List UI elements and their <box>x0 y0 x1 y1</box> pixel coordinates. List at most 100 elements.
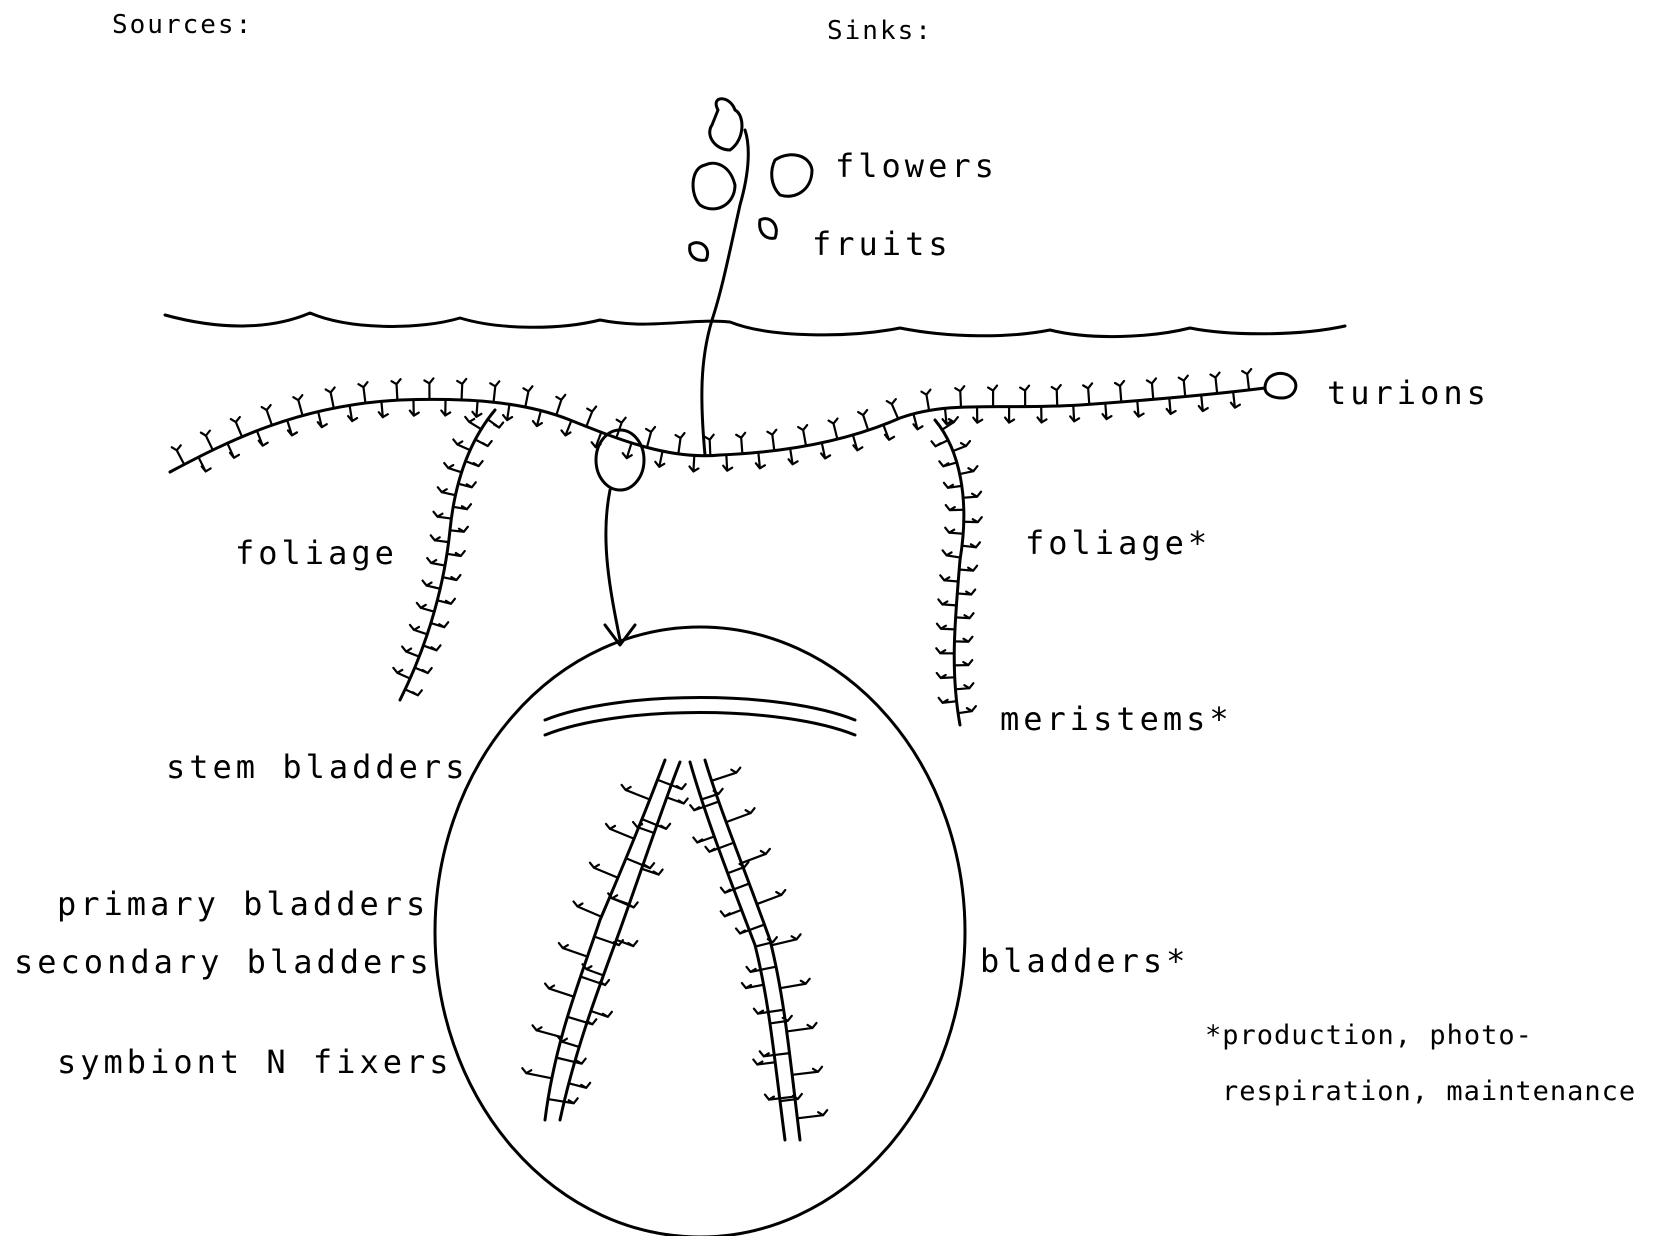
leaf-segment <box>405 689 422 695</box>
leaf-segment <box>1070 405 1079 421</box>
leaf-segment <box>642 869 663 875</box>
foliage-shoot-right <box>935 420 964 725</box>
leaf-segment <box>488 419 503 427</box>
inset-circle <box>435 627 965 1236</box>
leaf-segment <box>172 445 184 464</box>
leaf-segment <box>1199 395 1208 411</box>
label-foliage-source: foliage <box>235 537 398 569</box>
leaf-segment <box>964 517 982 522</box>
leaf-segment <box>522 1068 551 1078</box>
leaf-segment <box>953 441 970 451</box>
water-surface-line <box>165 313 1345 337</box>
label-symbiont-n-fixers: symbiont N fixers <box>57 1046 453 1078</box>
leaf-segment <box>423 645 440 650</box>
leaf-segment <box>392 379 401 400</box>
leaf-segment <box>798 425 807 446</box>
leaf-segment <box>626 858 654 868</box>
leaf-segment <box>503 404 512 420</box>
leaf-segment <box>693 836 714 842</box>
leaf-segment <box>943 550 961 557</box>
leaf-segment <box>533 411 542 426</box>
leaf-segment <box>723 455 732 471</box>
leaf-segment <box>415 668 432 673</box>
leaf-segment <box>742 983 764 988</box>
leaf-segment <box>887 399 898 419</box>
leaf-segment <box>1005 407 1014 423</box>
leaf-segment <box>348 405 357 421</box>
leaf-segment <box>293 395 302 415</box>
leaf-segment <box>556 395 565 415</box>
leaf-segment <box>569 1083 590 1088</box>
leaf-segment <box>792 1067 822 1075</box>
leaf-segment <box>561 421 571 436</box>
leaf-segment <box>431 535 449 542</box>
leaf-segment <box>444 463 461 472</box>
leaf-segment <box>402 647 419 657</box>
leaf-segment <box>227 443 239 458</box>
leaf-segment <box>201 431 213 450</box>
leaf-segment <box>466 461 483 466</box>
leaf-segment <box>780 979 810 988</box>
leaf-segment <box>770 1016 792 1024</box>
leaf-segment <box>447 551 465 556</box>
inset-stem-inner <box>545 713 855 736</box>
leaf-segment <box>586 407 596 427</box>
leaf-segment <box>1052 385 1061 406</box>
label-stem-bladders: stem bladders <box>166 751 468 783</box>
leaf-segment <box>742 849 770 863</box>
leaf-segment <box>567 1017 596 1025</box>
leaf-segment <box>545 984 574 997</box>
flower-left <box>693 163 735 209</box>
leaf-segment <box>556 1058 585 1064</box>
leaf-segment <box>757 890 785 904</box>
leaf-segment <box>1211 373 1220 394</box>
leaf-segment <box>450 527 468 532</box>
leaf-segment <box>458 482 476 487</box>
leaf-segment <box>443 575 461 580</box>
leaf-segment <box>457 379 466 400</box>
label-turions: turions <box>1327 377 1490 409</box>
leaf-segment <box>424 378 433 399</box>
leaf-segment <box>954 660 972 665</box>
label-bladders-sink: bladders* <box>980 945 1189 977</box>
leaf-segment <box>427 558 445 566</box>
leaf-segment <box>958 706 976 713</box>
inset-stem-outer <box>545 698 855 721</box>
leaf-segment <box>358 382 367 403</box>
leaf-segment <box>957 590 975 595</box>
leaf-segment <box>676 433 685 454</box>
leaf-segment <box>410 400 419 416</box>
leaf-segment <box>932 440 949 446</box>
flower-stalk <box>702 130 748 455</box>
leaf-segment <box>438 487 456 495</box>
leaf-segment <box>646 427 655 447</box>
leaf-segment <box>559 943 588 957</box>
leaf-segment <box>937 624 955 630</box>
label-primary-bladders: primary bladders <box>57 888 429 920</box>
leaf-segment <box>287 420 297 435</box>
leaf-segment <box>257 431 268 446</box>
leaf-segment <box>393 668 410 679</box>
footnote-line-1: *production, photo- <box>1205 1022 1533 1049</box>
leaf-segment <box>959 566 977 571</box>
leaf-segment <box>616 418 625 438</box>
leaf-segment <box>490 381 499 402</box>
leaf-segment <box>939 698 957 703</box>
leaf-segment <box>689 455 698 471</box>
leaf-segment <box>921 390 930 411</box>
leaf-segment <box>667 797 688 803</box>
leaf-segment <box>198 457 210 471</box>
leaf-segment <box>580 977 609 985</box>
leaf-segment <box>1083 383 1092 404</box>
leaf-segment <box>858 410 868 430</box>
leaf-segment <box>736 433 745 454</box>
leaf-segment <box>523 386 532 407</box>
leaf-segment <box>962 542 980 547</box>
label-flowers: flowers <box>835 150 998 182</box>
leaf-segment <box>231 417 242 437</box>
flower-top <box>710 99 742 150</box>
leaf-segment <box>721 910 742 916</box>
leaf-segment <box>946 505 964 510</box>
zoom-arrow <box>606 490 620 640</box>
